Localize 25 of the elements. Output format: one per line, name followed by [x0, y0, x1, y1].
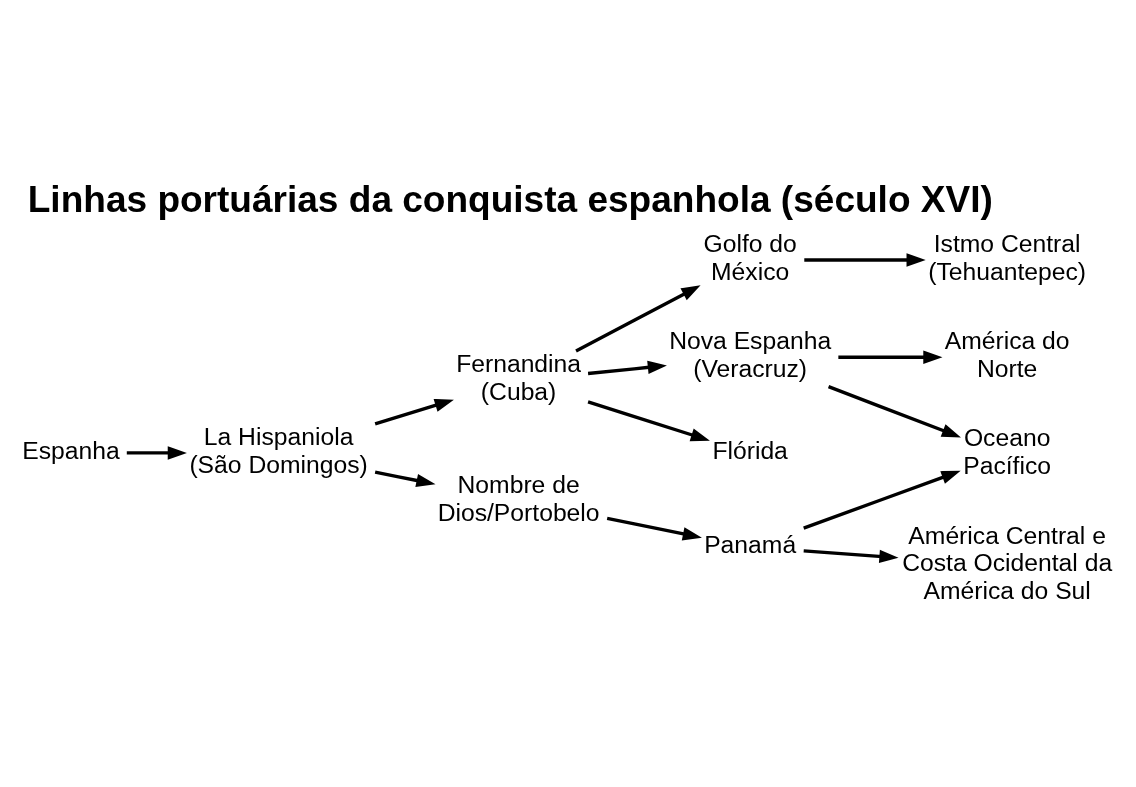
- arrow: [804, 253, 926, 267]
- arrow: [126, 446, 187, 460]
- node-text: Nombre de Dios/Portobelo: [437, 470, 600, 526]
- node-text: Espanha: [22, 436, 120, 464]
- node-text: Nova Espanha (Veracruz): [669, 327, 832, 382]
- diagram-title: Linhas portuárias da conquista espanhola (século XVI): [27, 178, 993, 221]
- node-text: Golfo do México: [703, 229, 797, 285]
- node-text: Panamá: [704, 530, 797, 558]
- arrow: [803, 470, 961, 530]
- node-text: Flórida: [712, 436, 788, 464]
- arrow: [587, 400, 710, 442]
- node-text: América Central e Costa Ocidental da América do Sul: [902, 521, 1113, 605]
- node-text: Fernandina (Cuba): [456, 350, 582, 406]
- arrow: [606, 516, 702, 541]
- arrow: [374, 398, 454, 426]
- node-text: Istmo Central (Tehuantepec): [928, 229, 1087, 285]
- node-text: América do Norte: [944, 327, 1070, 382]
- arrow: [827, 385, 961, 438]
- arrow: [838, 350, 943, 364]
- arrow: [575, 285, 701, 353]
- arrow: [374, 470, 436, 488]
- arrow: [803, 549, 899, 564]
- node-text: La Hispaniola (São Domingos): [189, 422, 368, 478]
- arrow: [587, 360, 667, 376]
- node-text: Oceano Pacífico: [963, 424, 1052, 480]
